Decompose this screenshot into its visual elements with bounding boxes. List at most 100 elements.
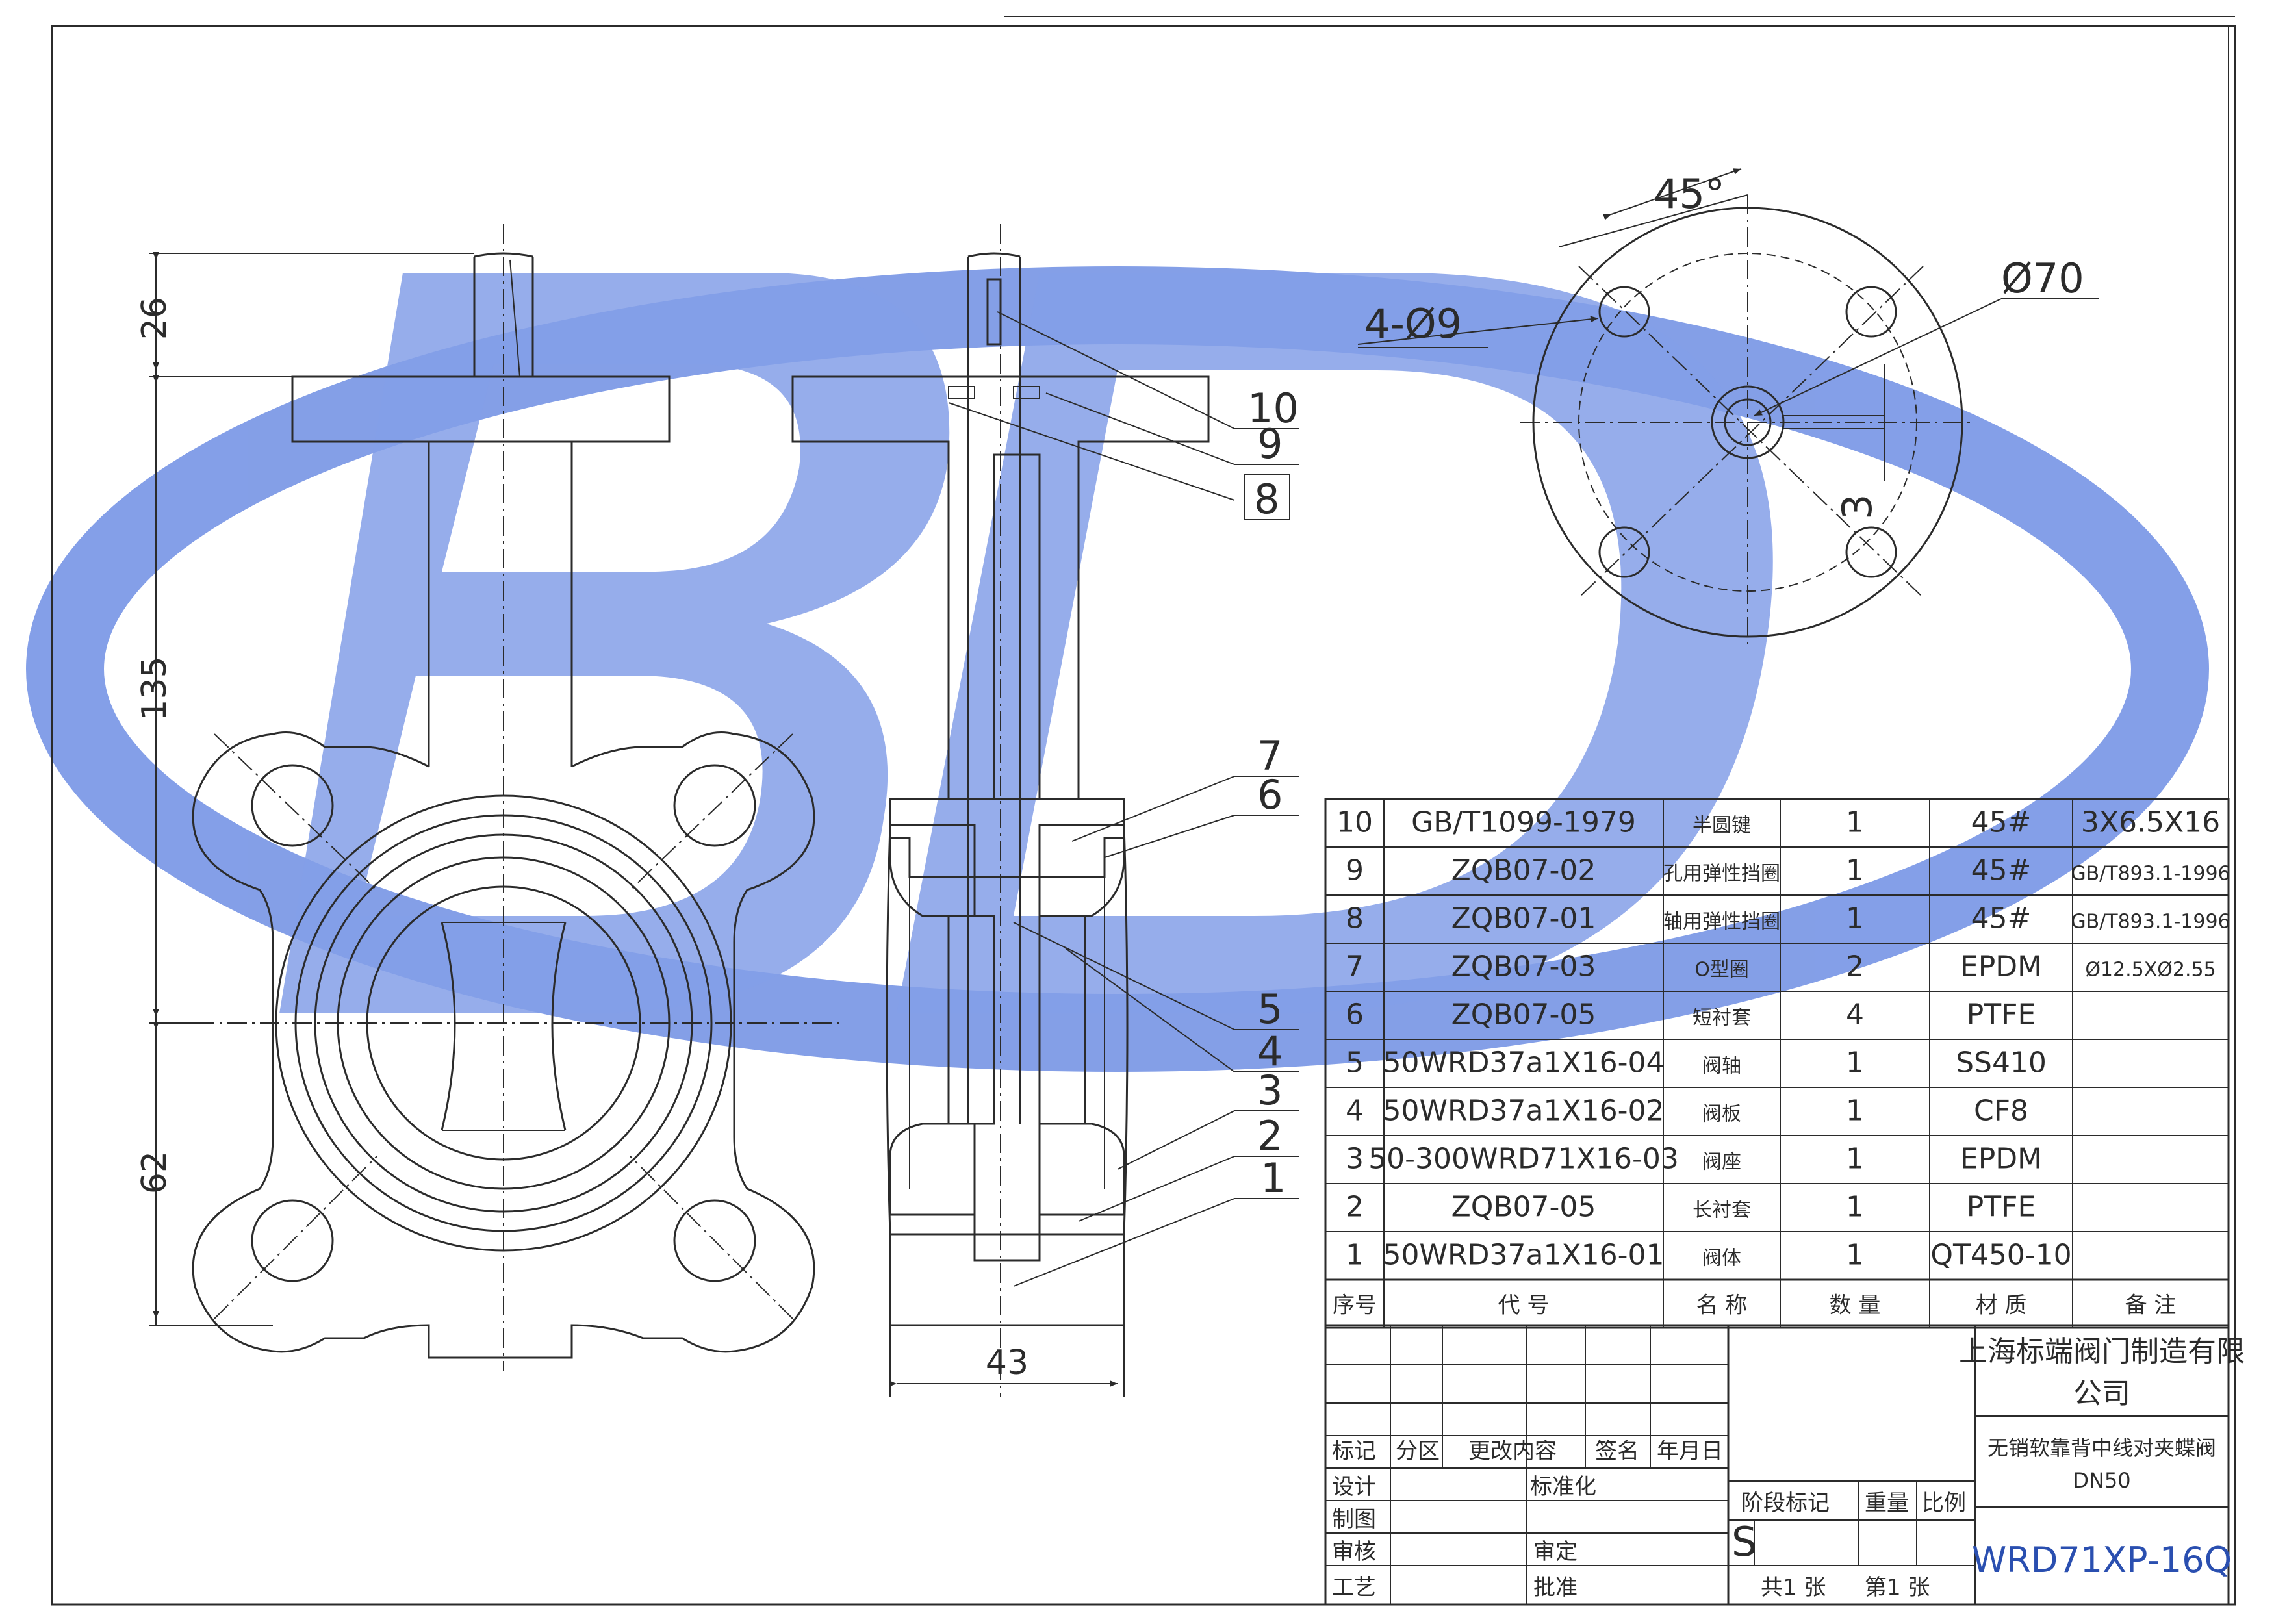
bom-cell-material: CF8 [1974, 1094, 2028, 1127]
bom-cell-remark: 3X6.5X16 [2081, 806, 2220, 839]
bom-header-remark: 备 注 [2125, 1292, 2177, 1318]
tb-design: 设计 [1332, 1474, 1376, 1500]
tb-zone: 分区 [1396, 1438, 1440, 1464]
bom-cell-name: 半圆键 [1693, 814, 1751, 837]
dim-bolt-holes: 4-Ø9 [1364, 300, 1462, 348]
tb-process: 工艺 [1332, 1575, 1376, 1601]
bom-cell-no: 5 [1346, 1046, 1364, 1079]
bom-cell-remark: GB/T893.1-1996 [2071, 862, 2230, 885]
bom-cell-code: ZQB07-02 [1451, 854, 1596, 887]
tb-company-line1: 上海标端阀门制造有限 [1959, 1335, 2245, 1368]
bom-cell-code: 50WRD37a1X16-01 [1383, 1238, 1665, 1271]
bom-cell-code: ZQB07-05 [1451, 1190, 1596, 1223]
bom-cell-code: 50-300WRD71X16-03 [1368, 1142, 1679, 1175]
tb-approve: 批准 [1533, 1575, 1578, 1601]
dim-body-height: 135 [135, 656, 174, 720]
front-view: 26 135 62 [135, 224, 845, 1371]
bom-cell-material: EPDM [1960, 950, 2042, 983]
bom-cell-material: QT450-10 [1930, 1238, 2071, 1271]
dim-bottom: 62 [135, 1151, 174, 1194]
bom-cell-qty: 1 [1846, 1238, 1864, 1271]
tb-date: 年月日 [1657, 1438, 1723, 1464]
tb-stage-value: S [1731, 1518, 1757, 1566]
bom-cell-code: ZQB07-01 [1451, 902, 1596, 935]
bom-cell-qty: 4 [1846, 998, 1864, 1031]
callout-1: 1 [1260, 1154, 1286, 1202]
tb-approve-check: 审定 [1533, 1539, 1578, 1565]
tb-sheets-total: 共1 张 [1761, 1575, 1826, 1601]
bom-cell-code: ZQB07-03 [1451, 950, 1596, 983]
bom-cell-name: 阀座 [1702, 1150, 1741, 1173]
bom-cell-code: ZQB07-05 [1451, 998, 1596, 1031]
bom-cell-no: 4 [1346, 1094, 1364, 1127]
dim-face-width: 43 [986, 1343, 1028, 1382]
callouts: 10 9 8 7 6 5 4 3 2 1 [948, 311, 1299, 1287]
tb-drawing-no: WRD71XP-16Q [1972, 1540, 2232, 1580]
dim-stem-top: 26 [135, 297, 174, 340]
callout-2: 2 [1257, 1112, 1283, 1160]
bom-cell-qty: 1 [1846, 1142, 1864, 1175]
bom-cell-name: 短衬套 [1693, 1006, 1751, 1029]
top-view-flange: 45° 4-Ø9 Ø70 3 [1357, 168, 2099, 650]
bom-cell-remark: Ø12.5XØ2.55 [2085, 958, 2216, 981]
bom-cell-qty: 2 [1846, 950, 1864, 983]
callout-10: 10 [1247, 385, 1299, 432]
bom-cell-qty: 1 [1846, 854, 1864, 887]
dim-key: 3 [1833, 494, 1881, 520]
bom-cell-material: 45# [1971, 806, 2032, 839]
tb-product-line2: DN50 [2073, 1468, 2130, 1493]
callout-8: 8 [1254, 476, 1279, 523]
bom-cell-name: 阀轴 [1702, 1054, 1741, 1077]
bom-cell-name: 阀体 [1702, 1247, 1741, 1269]
bom-cell-material: 45# [1971, 902, 2032, 935]
bom-cell-name: 轴用弹性挡圈 [1663, 910, 1780, 933]
bom-cell-remark: GB/T893.1-1996 [2071, 910, 2230, 933]
bom-cell-material: PTFE [1967, 1190, 2036, 1223]
tb-stage: 阶段标记 [1741, 1490, 1830, 1516]
tb-sign: 签名 [1595, 1438, 1639, 1464]
bom-frame [1324, 798, 2230, 1329]
bom-cell-name: 阀板 [1702, 1102, 1741, 1125]
title-block: 标记 分区 更改内容 签名 年月日 设计 标准化 制图 审核 审定 工艺 批准 … [1324, 1324, 2245, 1606]
bom-cell-qty: 1 [1846, 1046, 1864, 1079]
watermark-logo [26, 266, 2209, 1072]
callout-3: 3 [1257, 1067, 1283, 1114]
tb-product-line1: 无销软靠背中线对夹蝶阀 [1987, 1436, 2216, 1460]
bom-cell-material: 45# [1971, 854, 2032, 887]
bom-cell-no: 7 [1346, 950, 1364, 983]
bom-cell-code: 50WRD37a1X16-02 [1383, 1094, 1665, 1127]
bom-cell-material: SS410 [1956, 1046, 2047, 1079]
callout-4: 4 [1257, 1028, 1283, 1075]
dim-pcd: Ø70 [2001, 255, 2084, 302]
bom-header-no: 序号 [1333, 1292, 1377, 1318]
tb-scale: 比例 [1922, 1490, 1966, 1516]
tb-company-line2: 公司 [2073, 1377, 2130, 1410]
tb-sheet-no: 第1 张 [1865, 1575, 1930, 1601]
tb-review: 审核 [1332, 1539, 1376, 1565]
bom-cell-no: 8 [1346, 902, 1364, 935]
callout-5: 5 [1257, 985, 1283, 1033]
dim-angle: 45° [1654, 170, 1725, 218]
tb-draw: 制图 [1332, 1506, 1376, 1532]
bom-cell-name: 孔用弹性挡圈 [1663, 862, 1780, 885]
bom-header-name: 名 称 [1696, 1292, 1748, 1318]
bom-cell-material: EPDM [1960, 1142, 2042, 1175]
bom-header-qty: 数 量 [1830, 1292, 1881, 1318]
bom-cell-material: PTFE [1967, 998, 2036, 1031]
bom-cell-no: 6 [1346, 998, 1364, 1031]
callout-7: 7 [1257, 732, 1283, 780]
bom-header-material: 材 质 [1976, 1292, 2027, 1318]
bom-cell-qty: 1 [1846, 1190, 1864, 1223]
bom-cell-qty: 1 [1846, 1094, 1864, 1127]
tb-mark: 标记 [1332, 1438, 1376, 1464]
bom-cell-no: 10 [1336, 806, 1373, 839]
bom-cell-no: 3 [1346, 1142, 1364, 1175]
callout-9: 9 [1257, 420, 1283, 468]
bom-cell-name: 长衬套 [1693, 1199, 1751, 1221]
bom-cell-no: 9 [1346, 854, 1364, 887]
callout-6: 6 [1257, 771, 1283, 818]
tb-standard: 标准化 [1530, 1474, 1596, 1500]
section-view: 43 [791, 224, 1210, 1397]
